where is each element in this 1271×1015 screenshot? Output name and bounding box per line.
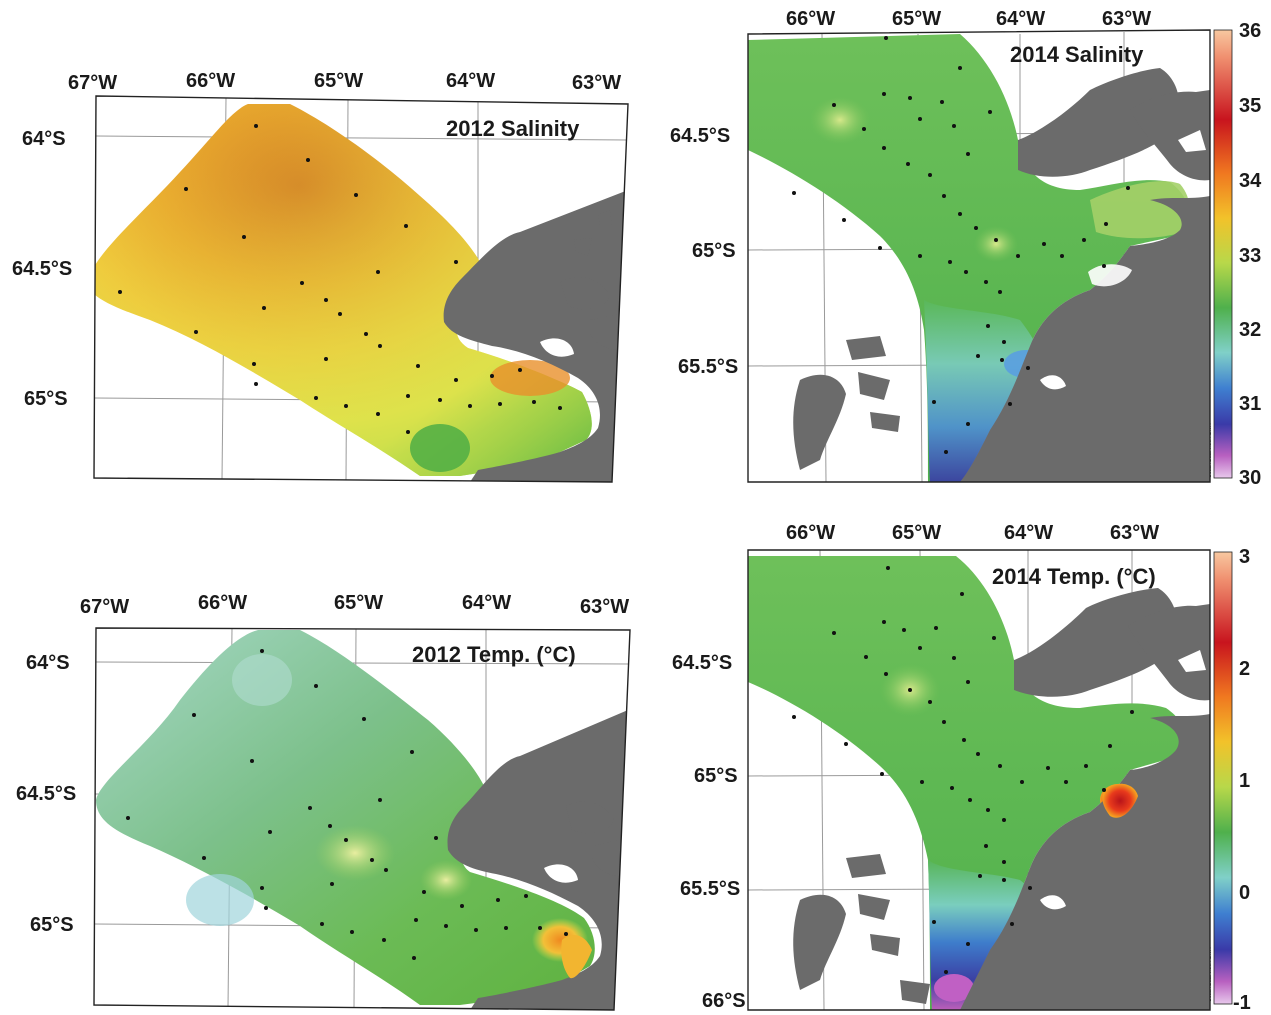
colorbar-temperature bbox=[1213, 551, 1233, 1005]
lon-label: 65°W bbox=[892, 8, 942, 30]
colorbar-salinity bbox=[1213, 29, 1233, 479]
station-markers bbox=[118, 124, 562, 434]
colorbar-tick: 30 bbox=[1239, 467, 1262, 489]
map-frame bbox=[747, 549, 1211, 1011]
colorbar-tick: 1 bbox=[1239, 770, 1251, 792]
map-frame bbox=[93, 95, 629, 483]
colorbar-tick: 34 bbox=[1239, 170, 1262, 192]
lon-label: 64°W bbox=[996, 8, 1046, 30]
lat-label: 65°S bbox=[694, 765, 738, 787]
colorbar-tick: 2 bbox=[1239, 658, 1251, 680]
lon-label: 64°W bbox=[1004, 522, 1054, 544]
lon-label: 67°W bbox=[68, 72, 118, 94]
station-markers bbox=[792, 36, 1130, 454]
lon-label: 63°W bbox=[572, 72, 622, 94]
lat-label: 65.5°S bbox=[680, 878, 741, 900]
panel-2014-salinity: 66°W 65°W 64°W 63°W 64.5°S 65°S 65.5°S 3… bbox=[0, 0, 1271, 500]
lon-label: 66°W bbox=[786, 8, 836, 30]
colorbar-tick: 0 bbox=[1239, 882, 1251, 904]
lon-label: 65°W bbox=[314, 70, 364, 92]
map-2012-temp bbox=[94, 628, 630, 1010]
colorbar-tick: -1 bbox=[1233, 992, 1251, 1014]
map-2014-temp bbox=[748, 550, 1210, 1010]
lon-label: 65°W bbox=[892, 522, 942, 544]
colorbar-tick: 33 bbox=[1239, 245, 1262, 267]
lon-label: 64°W bbox=[462, 592, 512, 614]
panel-2012-temp: 67°W 66°W 65°W 64°W 63°W 64°S 64.5°S 65°… bbox=[16, 592, 630, 936]
lon-label: 66°W bbox=[198, 592, 248, 614]
colorbar-tick: 36 bbox=[1239, 20, 1262, 42]
lat-label: 64.5°S bbox=[12, 258, 73, 280]
panel-2012-salinity: 67°W 66°W 65°W 64°W 63°W 64°S 64.5°S 65°… bbox=[0, 0, 640, 500]
map-2014-salinity bbox=[748, 32, 1210, 482]
lon-label: 67°W bbox=[80, 596, 130, 618]
lat-label: 66°S bbox=[702, 990, 746, 1012]
lon-label: 65°W bbox=[334, 592, 384, 614]
lon-label: 63°W bbox=[1110, 522, 1160, 544]
lat-label: 64°S bbox=[26, 652, 70, 674]
map-frame bbox=[747, 29, 1211, 483]
map-frame bbox=[93, 627, 631, 1011]
colorbar-tick: 32 bbox=[1239, 319, 1262, 341]
lon-label: 63°W bbox=[1102, 8, 1152, 30]
panel-title: 2012 Temp. (°C) bbox=[412, 642, 576, 667]
station-markers bbox=[792, 566, 1134, 974]
station-markers bbox=[126, 649, 568, 960]
lon-label: 66°W bbox=[186, 70, 236, 92]
panel-title: 2014 Temp. (°C) bbox=[992, 564, 1156, 589]
panel-title: 2012 Salinity bbox=[446, 116, 580, 141]
colorbar-tick: 35 bbox=[1239, 95, 1262, 117]
lon-label: 66°W bbox=[786, 522, 836, 544]
lat-label: 64°S bbox=[22, 128, 66, 150]
lon-label: 63°W bbox=[580, 596, 630, 618]
lat-label: 64.5°S bbox=[672, 652, 733, 674]
map-2012-salinity bbox=[94, 97, 628, 482]
colorbar-tick: 3 bbox=[1239, 546, 1251, 568]
lat-label: 65°S bbox=[24, 388, 68, 410]
lat-label: 65°S bbox=[30, 914, 74, 936]
lat-label: 65.5°S bbox=[678, 356, 739, 378]
lat-label: 65°S bbox=[692, 240, 736, 262]
lat-label: 64.5°S bbox=[670, 125, 731, 147]
colorbar-tick: 31 bbox=[1239, 393, 1262, 415]
lat-label: 64.5°S bbox=[16, 783, 77, 805]
lon-label: 64°W bbox=[446, 70, 496, 92]
panel-title: 2014 Salinity bbox=[1010, 42, 1144, 67]
